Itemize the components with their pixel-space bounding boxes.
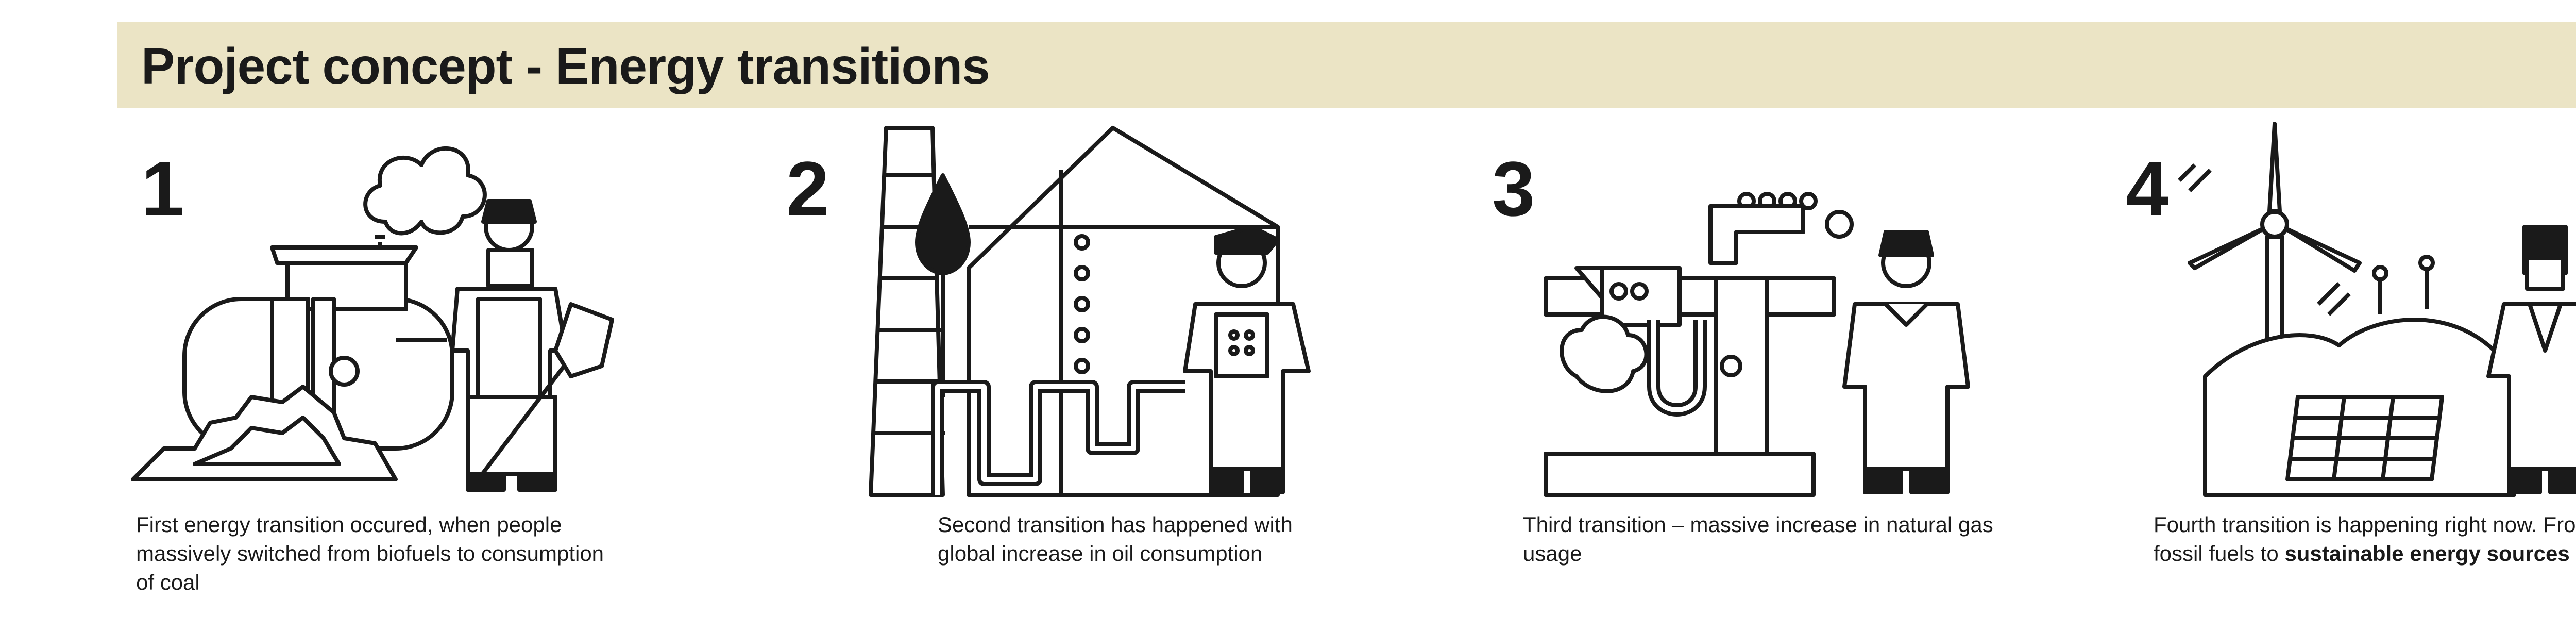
step-number: 2: [786, 145, 829, 232]
caption-text: First energy transition occured, when pe…: [136, 512, 604, 594]
panel-2: 2 Second transiti: [762, 108, 1381, 624]
panel-1: 1 First energy transition occured, when …: [117, 108, 684, 624]
panel-caption: First energy transition occured, when pe…: [136, 510, 620, 597]
panel-caption: Second transition has happened with glob…: [938, 510, 1329, 568]
panel-4: 4 Fourth transition is happening: [2112, 108, 2576, 624]
panel-caption: Fourth transition is happening right now…: [2154, 510, 2576, 568]
panel-caption: Third transition – massive increase in n…: [1523, 510, 2018, 568]
step-number: 4: [2126, 145, 2169, 232]
caption-text: Fourth transition is happening right now…: [2154, 512, 2576, 566]
panel-3: 3 Third transition – massive increase in…: [1473, 108, 2040, 624]
caption-text: Third transition – massive increase in n…: [1523, 512, 1993, 566]
header-banner: Project concept - Energy transitions: [117, 22, 2576, 108]
gas-plant-worker-icon: [1544, 192, 1970, 497]
page-title: Project concept - Energy transitions: [141, 38, 990, 94]
oil-refinery-worker-icon: [869, 126, 1311, 497]
step-number: 1: [141, 145, 184, 232]
step-number: 3: [1492, 145, 1535, 232]
caption-emphasis: sustainable energy sources: [2284, 541, 2570, 566]
caption-text: Second transition has happened with glob…: [938, 512, 1293, 566]
steam-engine-coal-miner-icon: [131, 146, 614, 492]
wind-solar-engineer-icon: [2178, 122, 2576, 497]
